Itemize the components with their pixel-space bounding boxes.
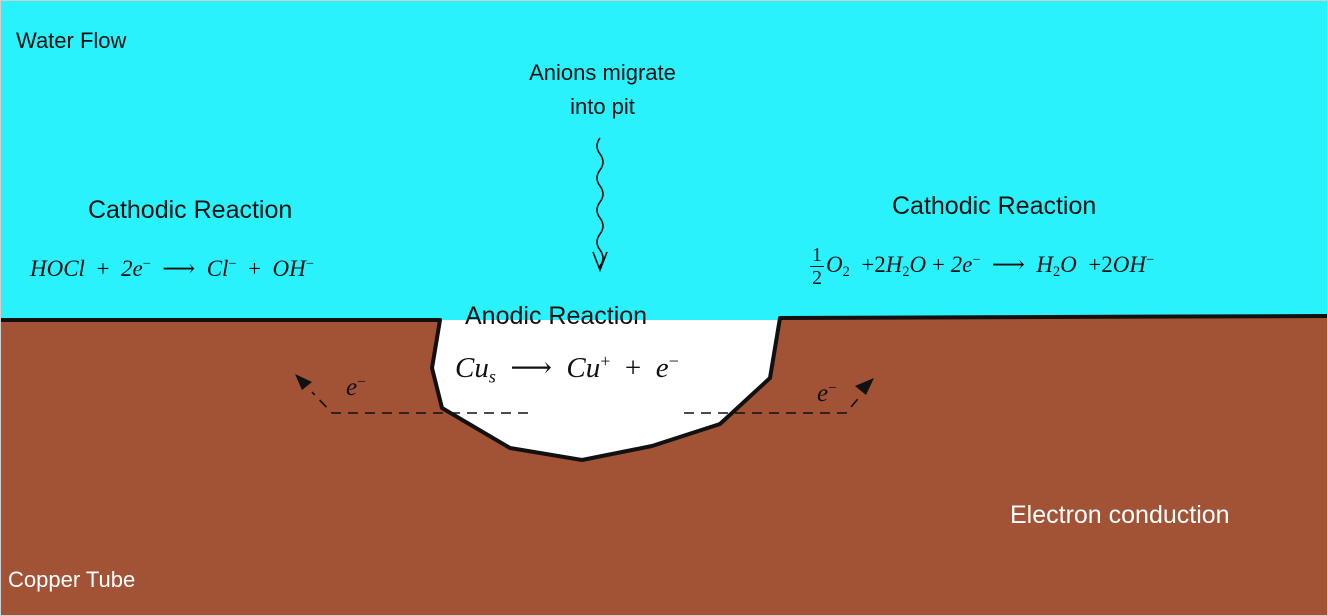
eq-anodic-product1: Cu <box>566 352 601 384</box>
eq-anodic-reactant-sub: s <box>488 366 496 387</box>
eq-right-product2-coef: 2 <box>1101 251 1113 277</box>
eq-right-plus1: + <box>861 251 875 277</box>
eq-right-frac-den: 2 <box>812 267 822 289</box>
electron-label-left: e− <box>346 374 366 402</box>
cathodic-equation-right: 1 2 O2 +2H2O + 2e− ⟶ H2O +2OH− <box>810 244 1154 289</box>
anion-arrowhead-icon <box>592 251 608 273</box>
electron-label-left-text: e <box>346 374 358 401</box>
electron-label-right: e− <box>817 380 837 408</box>
electron-path-left <box>311 391 528 414</box>
eq-right-water: H <box>885 251 903 277</box>
electron-label-right-charge: − <box>828 379 837 397</box>
eq-right-water-sub: 2 <box>902 264 910 281</box>
eq-left-plus1: + <box>96 256 110 281</box>
eq-left-product1: Cl <box>206 256 229 281</box>
eq-anodic-product1-charge: + <box>600 351 611 372</box>
water-flow-label: Water Flow <box>16 28 127 53</box>
anions-label: Anions migrate into pit <box>500 56 705 124</box>
eq-anodic-product2: e <box>655 352 669 384</box>
anions-label-line2: into pit <box>570 94 635 119</box>
copper-tube-label: Copper Tube <box>8 567 136 592</box>
eq-anodic-plus: + <box>624 352 642 384</box>
eq-right-water-coef: 2 <box>874 251 886 277</box>
eq-right-product1-sub: 2 <box>1052 264 1061 281</box>
anion-migration-arrow <box>596 137 604 268</box>
cathodic-equation-left: HOCl + 2e− ⟶ Cl− + OH− <box>30 256 314 282</box>
anions-label-line1: Anions migrate <box>529 60 676 85</box>
eq-left-electron-charge: − <box>142 256 151 273</box>
eq-right-plus2: + <box>931 251 945 277</box>
cathodic-reaction-right-label: Cathodic Reaction <box>892 192 1097 220</box>
copper-tube <box>0 316 1328 616</box>
eq-left-plus2: + <box>247 256 261 281</box>
pit-outline <box>0 314 1328 462</box>
eq-right-water-o: O <box>909 251 927 277</box>
eq-anodic-arrow: ⟶ <box>510 352 552 384</box>
electron-label-right-text: e <box>817 380 829 407</box>
eq-left-product2-charge: − <box>305 256 314 273</box>
eq-right-product1-o: O <box>1060 251 1077 277</box>
eq-right-arrow: ⟶ <box>991 251 1025 277</box>
eq-right-product2-charge: − <box>1145 251 1154 268</box>
eq-left-reactant: HOCl <box>30 256 85 281</box>
eq-left-product1-charge: − <box>228 256 237 273</box>
electron-arrowhead-left-icon <box>295 374 312 390</box>
electron-arrowhead-right-icon <box>855 378 874 395</box>
eq-anodic-product2-charge: − <box>668 351 679 372</box>
eq-left-electrons: 2e <box>120 256 143 281</box>
eq-right-product1: H <box>1036 251 1053 277</box>
electron-label-left-charge: − <box>357 373 366 391</box>
eq-right-o2: O <box>826 251 843 277</box>
electron-conduction-label: Electron conduction <box>1010 501 1230 529</box>
water-region <box>0 0 1328 320</box>
cathodic-reaction-left-label: Cathodic Reaction <box>88 196 293 224</box>
eq-right-fraction: 1 2 <box>810 244 824 289</box>
eq-left-arrow: ⟶ <box>162 256 196 281</box>
eq-right-product2: OH <box>1112 251 1146 277</box>
electron-path-right <box>684 393 863 414</box>
anodic-equation: Cus ⟶ Cu+ + e− <box>455 350 679 385</box>
anodic-reaction-label: Anodic Reaction <box>465 302 648 330</box>
eq-anodic-reactant: Cu <box>455 352 489 384</box>
eq-right-electron-charge: − <box>972 251 981 268</box>
eq-right-plus3: + <box>1088 251 1102 277</box>
eq-right-o2-sub: 2 <box>842 264 850 281</box>
eq-left-product2: OH <box>272 256 306 281</box>
eq-right-electrons: 2e <box>950 251 973 277</box>
eq-right-frac-num: 1 <box>810 244 824 267</box>
